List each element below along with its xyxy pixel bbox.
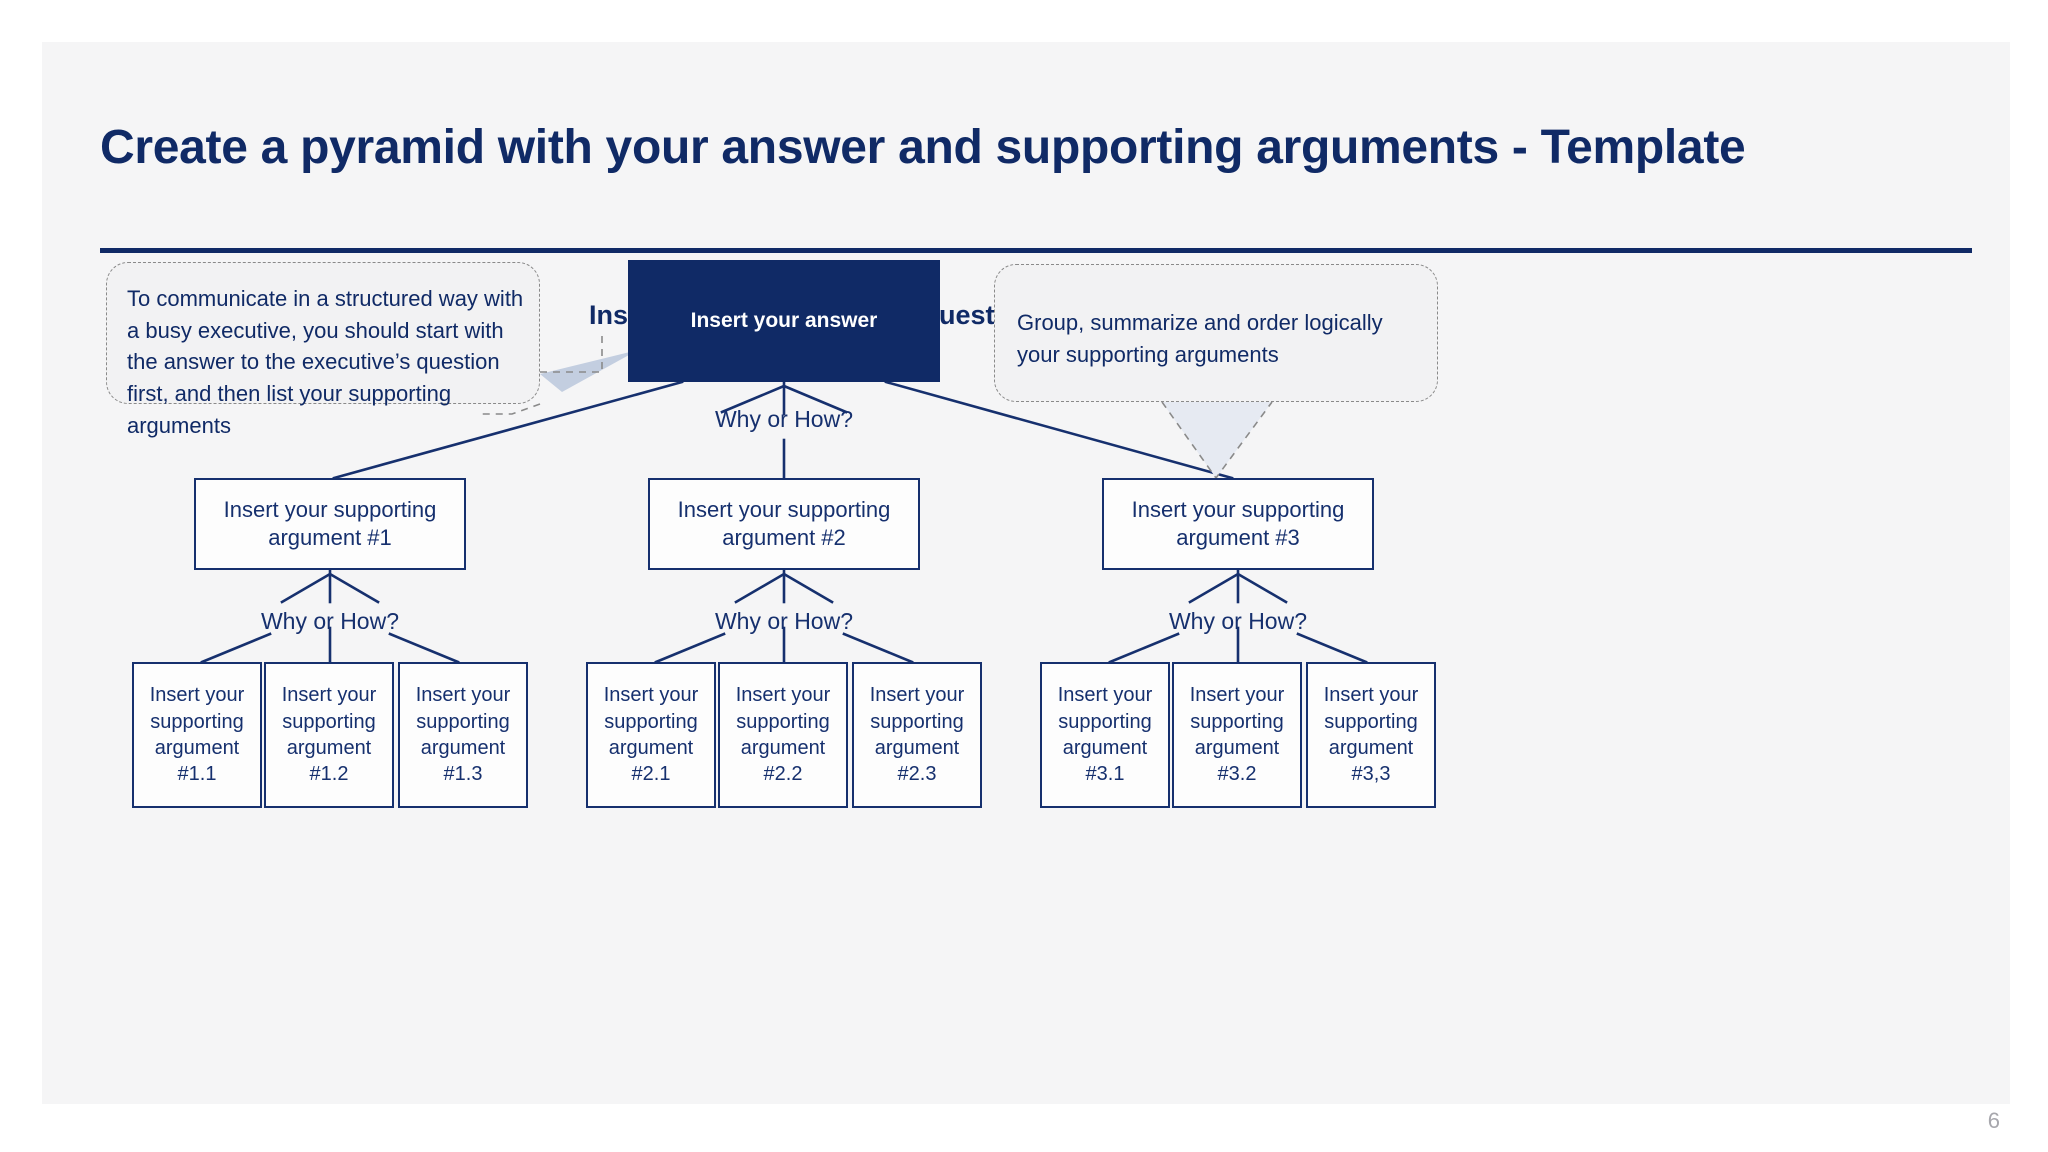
level3-label-1-2: Insert your supporting argument #1.2 [281, 684, 377, 786]
level3-label-2-2: Insert your supporting argument #2.2 [735, 684, 831, 786]
level3-box-2-2[interactable]: Insert your supporting argument #2.2 [718, 662, 848, 808]
level2-box-3[interactable]: Insert your supporting argument #3 [1102, 478, 1374, 570]
answer-box-label: Insert your answer [690, 309, 878, 332]
level3-label-2-3: Insert your supporting argument #2.3 [869, 684, 965, 786]
level3-box-3-1[interactable]: Insert your supporting argument #3.1 [1040, 662, 1170, 808]
level2-label-1: Insert your supporting argument #1 [223, 496, 437, 550]
level2-label-3: Insert your supporting argument #3 [1131, 496, 1345, 550]
slide-canvas: Create a pyramid with your answer and su… [42, 42, 2010, 1104]
level3-box-3-3[interactable]: Insert your supporting argument #3,3 [1306, 662, 1436, 808]
level3-box-1-2[interactable]: Insert your supporting argument #1.2 [264, 662, 394, 808]
level3-box-1-3[interactable]: Insert your supporting argument #1.3 [398, 662, 528, 808]
level3-box-3-2[interactable]: Insert your supporting argument #3.2 [1172, 662, 1302, 808]
level3-box-2-3[interactable]: Insert your supporting argument #2.3 [852, 662, 982, 808]
page-title: Create a pyramid with your answer and su… [100, 121, 1746, 174]
callout-right-text: Group, summarize and order logically you… [1017, 310, 1383, 367]
why-or-how-label-1: Why or How? [260, 608, 400, 634]
level3-label-3-2: Insert your supporting argument #3.2 [1189, 684, 1285, 786]
level2-label-2: Insert your supporting argument #2 [677, 496, 891, 550]
page-number: 6 [1987, 1108, 2000, 1133]
level3-label-3-3: Insert your supporting argument #3,3 [1323, 684, 1419, 786]
callout-left: To communicate in a structured way with … [106, 262, 540, 438]
why-or-how-label-3: Why or How? [1168, 608, 1308, 634]
level2-box-2[interactable]: Insert your supporting argument #2 [648, 478, 920, 570]
level3-label-3-1: Insert your supporting argument #3.1 [1057, 684, 1153, 786]
answer-box[interactable]: Insert your answer [628, 260, 940, 382]
why-or-how-label-top: Why or How? [714, 406, 854, 432]
callout-right: Group, summarize and order logically you… [994, 264, 1438, 402]
connector-lines [200, 336, 1368, 664]
why-or-how-label-2: Why or How? [714, 608, 854, 634]
level3-box-2-1[interactable]: Insert your supporting argument #2.1 [586, 662, 716, 808]
level3-label-2-1: Insert your supporting argument #2.1 [603, 684, 699, 786]
level2-box-1[interactable]: Insert your supporting argument #1 [194, 478, 466, 570]
level3-box-1-1[interactable]: Insert your supporting argument #1.1 [132, 662, 262, 808]
callout-left-text: To communicate in a structured way with … [127, 286, 524, 438]
level3-label-1-3: Insert your supporting argument #1.3 [415, 684, 511, 786]
level3-label-1-1: Insert your supporting argument #1.1 [149, 684, 245, 786]
title-divider [100, 248, 1972, 253]
